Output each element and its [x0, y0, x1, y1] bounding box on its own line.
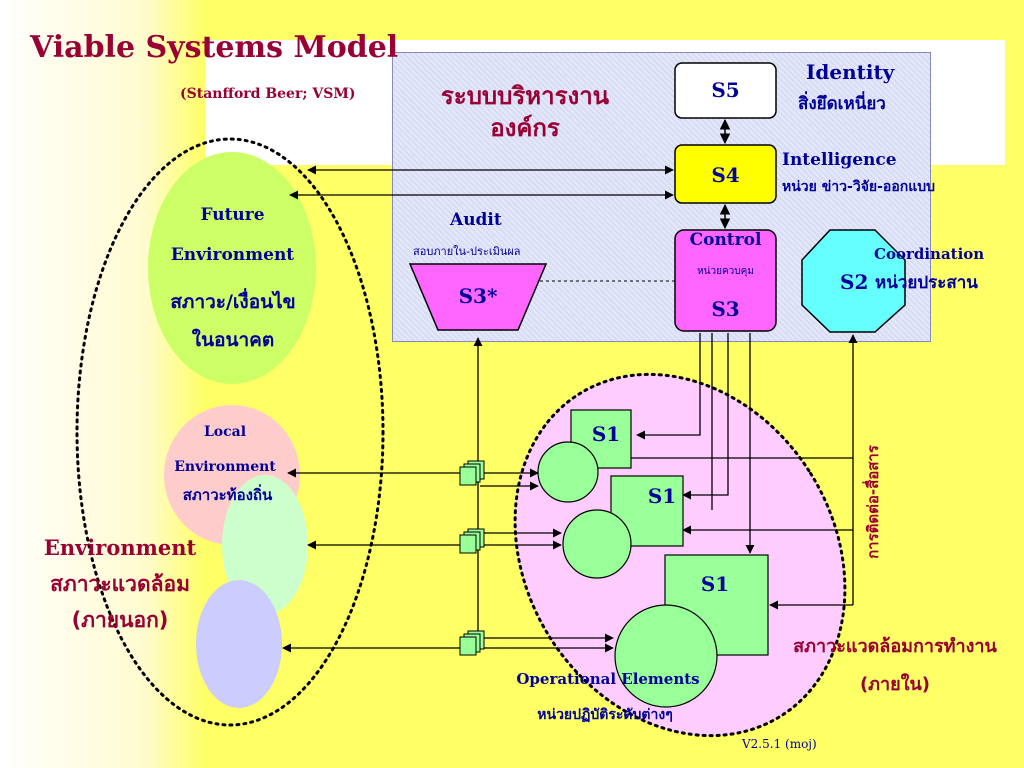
inner-environment-label: สภาวะแวดล้อมการทำงาน (ภายใน): [770, 628, 1020, 704]
s3-star-label: S3*: [458, 284, 498, 308]
s3-label: S3: [711, 297, 740, 321]
s4-box[interactable]: [674, 144, 777, 204]
future-environment-ellipse: [148, 152, 316, 384]
s2-label: S2: [840, 270, 869, 294]
environment-en: Environment: [43, 535, 197, 560]
background-strip-left: [0, 0, 205, 768]
operational-elements-th: หน่วยปฏิบัติระดับต่างๆ: [537, 707, 673, 723]
future-th2: ในอนาคต: [191, 329, 275, 351]
s1-unit-1-circle[interactable]: [537, 441, 599, 503]
intelligence-label: Intelligence: [782, 150, 897, 170]
s3-star-trapezoid[interactable]: [408, 263, 548, 331]
management-title-line2: องค์กร: [490, 113, 560, 142]
s1-unit-2-label: S1: [647, 484, 677, 508]
local-environment-label: Local Environment: [160, 415, 290, 485]
local-line2: Environment: [174, 459, 276, 475]
local-line1: Local: [203, 424, 247, 440]
s1-unit-2-circle[interactable]: [562, 509, 632, 579]
page-title: Viable Systems Model: [30, 30, 399, 65]
intelligence-th-label: หน่วย ข่าว-วิจัย-ออกแบบ: [782, 179, 936, 195]
inner-env-line2: (ภายใน): [859, 674, 931, 695]
future-line1: Future: [200, 205, 265, 225]
document-icon: [459, 630, 485, 656]
page-subtitle: (Stanfford Beer; VSM): [180, 86, 356, 102]
environment-th2: (ภายนอก): [71, 608, 169, 632]
future-th1: สภาวะ/เงื่อนไข: [170, 291, 296, 313]
environment-label: Environment สภาวะแวดล้อม (ภายนอก): [20, 530, 220, 638]
environment-boundary: [75, 137, 385, 727]
future-environment-th: สภาวะ/เงื่อนไข ในอนาคต: [148, 283, 318, 359]
document-icon: [459, 528, 485, 554]
environment-th1: สภาวะแวดล้อม: [50, 572, 190, 596]
s2-octagon[interactable]: [801, 229, 906, 333]
s1-unit-1-label: S1: [591, 422, 621, 446]
communication-label: การติดต่อ-สื่อสาร: [864, 445, 882, 559]
environment-ellipse-green: [222, 475, 308, 615]
document-icon: [459, 460, 485, 486]
s5-box[interactable]: [674, 62, 777, 119]
s1-unit-3-circle[interactable]: [614, 604, 718, 708]
control-label: Control: [689, 230, 762, 250]
inner-env-line1: สภาวะแวดล้อมการทำงาน: [793, 636, 997, 657]
s4-label: S4: [711, 163, 740, 187]
control-th-label: หน่วยควบคุม: [697, 266, 754, 277]
s5-label: S5: [711, 78, 740, 102]
coordination-th-label: หน่วยประสาน: [875, 273, 978, 293]
future-environment-label: Future Environment: [150, 195, 315, 275]
version-label: V2.5.1 (moj): [742, 737, 817, 751]
audit-label: Audit: [450, 210, 502, 230]
future-line2: Environment: [170, 245, 295, 265]
audit-th-label: สอบภายใน-ประเมินผล: [413, 245, 521, 258]
operational-elements-label: Operational Elements: [516, 670, 700, 688]
identity-label: Identity: [806, 60, 895, 84]
management-title: ระบบบริหารงาน องค์กร: [420, 80, 630, 144]
local-environment-th: สภาวะท้องถิ่น: [182, 486, 273, 504]
environment-ellipse-lavender: [196, 580, 282, 708]
management-title-line1: ระบบบริหารงาน: [440, 81, 610, 110]
identity-th-label: สิ่งยึดเหนี่ยว: [798, 94, 886, 114]
coordination-label: Coordination: [874, 245, 985, 263]
s1-unit-3-label: S1: [700, 572, 730, 596]
